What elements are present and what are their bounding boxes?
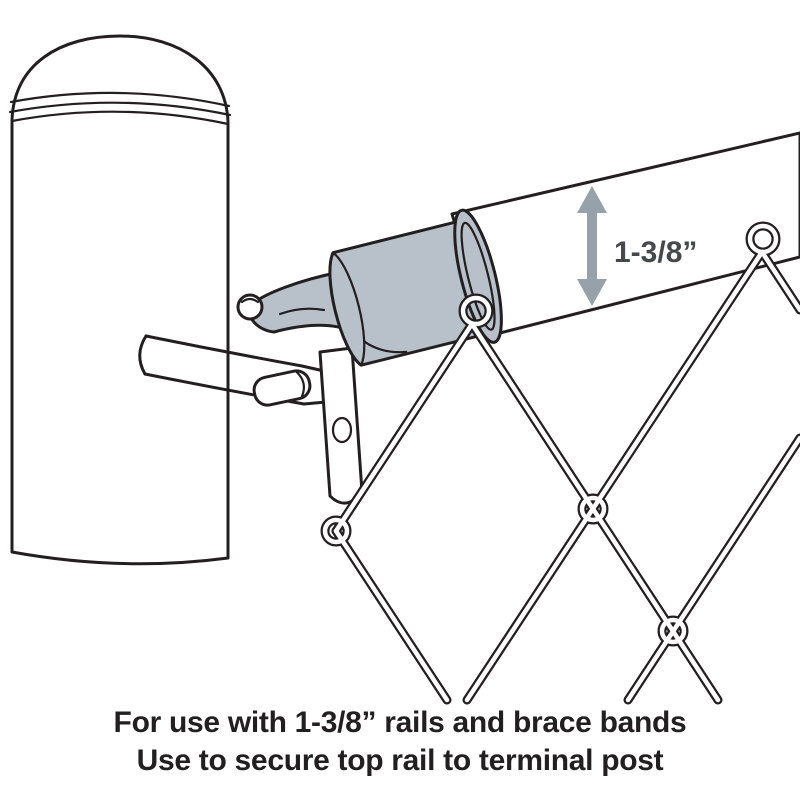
- cap-ring-3: [10, 110, 230, 126]
- sleeve-body: [252, 369, 312, 407]
- band-strap: [318, 346, 364, 505]
- cap-ring-1: [9, 91, 231, 108]
- chain-wire-core: [469, 321, 721, 703]
- chain-wire-core: [625, 435, 800, 703]
- band-upper-edge: [144, 334, 304, 368]
- caption-line-1: For use with 1-3/8” rails and brace band…: [113, 706, 687, 739]
- cup-slot: [363, 340, 408, 354]
- bolt-sleeve: [252, 369, 312, 407]
- dimension-annotation: 1-3/8”: [577, 186, 697, 306]
- chain-wire-core: [759, 249, 800, 313]
- dimension-label: 1-3/8”: [614, 236, 697, 269]
- chain-knuckle-core: [659, 617, 687, 645]
- sleeve-end-line: [296, 371, 305, 398]
- chain-wire-core: [333, 321, 475, 534]
- strap-bar: [318, 346, 364, 505]
- chain-wire-core: [333, 528, 450, 703]
- strap-hole: [331, 416, 353, 444]
- caption-line-2: Use to secure top rail to terminal post: [136, 744, 664, 777]
- chain-wire-core: [464, 249, 765, 703]
- rail-end-cup: [236, 208, 503, 367]
- chain-hook-loop-core: [747, 223, 779, 255]
- chain-link-fabric: [320, 221, 800, 705]
- cup-tongue: [247, 270, 356, 334]
- carriage-bolt: [236, 293, 264, 321]
- post-cap: [8, 91, 232, 126]
- cup-flange-inner: [460, 221, 496, 331]
- cap-ring-2: [8, 101, 232, 117]
- cup-left-rim: [331, 251, 366, 367]
- band-left-curve: [138, 334, 148, 376]
- caption: For use with 1-3/8” rails and brace band…: [0, 704, 800, 780]
- terminal-post: [8, 34, 232, 566]
- cup-body: [328, 218, 492, 367]
- chain-hook-loop-core: [460, 295, 492, 327]
- bolt-head-shine: [240, 297, 260, 304]
- tongue-slot: [278, 307, 326, 316]
- chain-knuckle-core: [322, 517, 350, 545]
- dimension-arrow: [577, 186, 607, 306]
- chain-knuckle-core: [579, 495, 607, 523]
- post-body: [10, 34, 230, 566]
